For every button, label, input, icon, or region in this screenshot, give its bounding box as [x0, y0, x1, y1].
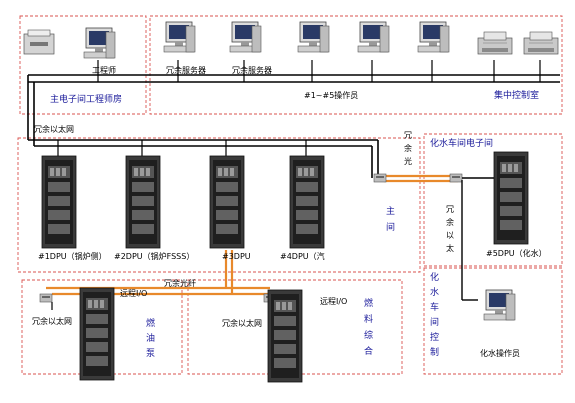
zone-water-control-room	[423, 267, 563, 375]
room-fuel-combined-char: 料	[364, 313, 373, 325]
engineer-label: 工程师	[92, 65, 116, 75]
zone-central-control-room	[149, 15, 563, 115]
room-fuel-oil-char: 燃	[146, 317, 155, 329]
water-side-char: 余	[446, 217, 454, 227]
water-side-char: 以	[446, 231, 454, 240]
redundant-fiber-vertical-label: 冗余光	[404, 131, 412, 166]
water-side-char: 太	[446, 243, 454, 253]
dot-printer1-icon	[477, 31, 513, 55]
server2-pc-icon	[229, 21, 262, 53]
room-water-control-char: 间	[430, 316, 439, 328]
operator3-pc-icon	[417, 21, 450, 53]
room-water-control-char: 车	[430, 301, 439, 313]
room-fuel-oil-vertical-label: 燃油泵	[146, 317, 155, 359]
server2-label: 冗余服务器	[232, 65, 272, 75]
redundant-fiber-char: 光	[404, 156, 412, 166]
sub-ethernet1-label: 冗余以太网	[32, 316, 72, 326]
room-fuel-combined-char: 合	[364, 345, 373, 357]
room-water-control-char: 控	[430, 331, 439, 343]
switch-fuel-oil	[39, 293, 53, 303]
water-side-char: 冗	[446, 205, 454, 214]
room-fuel-combined-char: 燃	[364, 297, 373, 309]
zone-water-electronic-room	[423, 133, 563, 267]
remote-io1-cabinet-icon	[79, 287, 115, 381]
switch-main-fiber	[373, 173, 387, 183]
room-fuel-oil-char: 油	[146, 332, 155, 344]
remote-io2-cabinet-icon	[267, 289, 303, 383]
dpu1-cabinet-icon	[41, 155, 77, 249]
room-water-electronic-label: 化水车间电子间	[430, 137, 493, 149]
switch-water-fiber	[449, 173, 463, 183]
dpu5-label: #5DPU（化水）	[486, 248, 547, 258]
zone-main-room	[17, 137, 421, 273]
redundant-fiber-char: 冗	[404, 131, 412, 140]
dpu3-cabinet-icon	[209, 155, 245, 249]
server1-pc-icon	[163, 21, 196, 53]
room-water-control-char: 水	[430, 286, 439, 298]
dpu4-label: #4DPU（汽	[280, 251, 325, 261]
zone-main-engineer-room	[19, 15, 147, 115]
dpu2-cabinet-icon	[125, 155, 161, 249]
room-fuel-oil-char: 泵	[146, 348, 155, 359]
operator2-pc-icon	[357, 21, 390, 53]
room-main-vertical-label: 主间	[386, 205, 395, 233]
remote-io2-label: 远程I/O	[320, 297, 347, 306]
redundant-fiber-label: 冗余光纤	[164, 278, 196, 288]
dpu3-label: #3DPU	[222, 252, 251, 261]
server1-label: 冗余服务器	[166, 65, 206, 75]
room-water-control-char: 化	[430, 271, 439, 283]
water-operator-label: 化水操作员	[480, 348, 520, 358]
room-main-char: 间	[386, 221, 395, 233]
room-water-control-char: 制	[430, 346, 439, 358]
dot-printer2-icon	[523, 31, 559, 55]
dpu2-label: #2DPU（锅炉FSSS）	[114, 251, 194, 261]
room-main-engineer-label: 主电子间工程师房	[50, 93, 122, 105]
dpu4-cabinet-icon	[289, 155, 325, 249]
redundant-ethernet-label: 冗余以太网	[34, 124, 74, 134]
operator1-pc-icon	[297, 21, 330, 53]
room-fuel-combined-char: 综	[364, 329, 373, 341]
laser-printer-icon	[23, 29, 55, 55]
dpu1-label: #1DPU（锅炉侧）	[38, 251, 107, 261]
redundant-fiber-char: 余	[404, 143, 412, 153]
engineer-pc-icon	[83, 27, 116, 59]
water-operator-pc-icon	[483, 289, 516, 321]
room-central-control-label: 集中控制室	[494, 89, 539, 101]
water-side-vertical-label: 冗余以太	[446, 205, 454, 253]
remote-io1-label: 远程I/O	[120, 289, 147, 298]
room-main-char: 主	[386, 205, 395, 217]
zone-fuel-oil-pump	[21, 279, 183, 375]
operator-label: #1~#5操作员	[304, 90, 358, 100]
dpu5-cabinet-icon	[493, 151, 529, 245]
sub-ethernet2-label: 冗余以太网	[222, 318, 262, 328]
